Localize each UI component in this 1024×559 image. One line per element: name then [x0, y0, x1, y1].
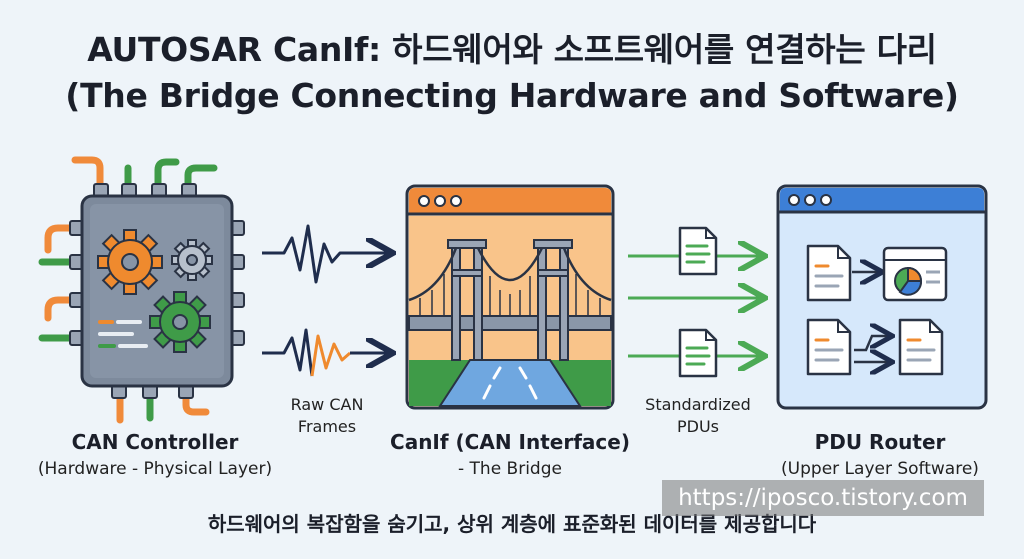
- watermark: https://iposco.tistory.com: [662, 480, 984, 516]
- controller-name: CAN Controller: [71, 430, 239, 454]
- signal-wave-bottom: [262, 328, 390, 377]
- bridge-icon: [408, 239, 612, 361]
- gear-icon: [149, 291, 211, 353]
- pdus-label-line2: PDUs: [676, 417, 719, 436]
- document-icon: [806, 244, 852, 302]
- document-icon: [678, 226, 718, 276]
- router-window: [776, 184, 988, 410]
- pie-chart-icon: [882, 246, 948, 302]
- raw-frames-label: Raw CAN Frames: [262, 394, 392, 438]
- pdus-label-line1: Standardized: [645, 395, 751, 414]
- gear-icon: [97, 229, 163, 295]
- footer-caption: 하드웨어의 복잡함을 숨기고, 상위 계층에 표준화된 데이터를 제공합니다: [207, 512, 817, 536]
- canif-sub: - The Bridge: [458, 459, 562, 479]
- document-icon: [678, 328, 718, 378]
- document-icon: [806, 318, 852, 376]
- chip-icon: [38, 156, 245, 424]
- canif-name: CanIf (CAN Interface): [390, 430, 630, 454]
- raw-frames-label-line2: Frames: [297, 417, 357, 436]
- document-icon: [898, 318, 944, 376]
- title-line-1: AUTOSAR CanIf: 하드웨어와 소프트웨어를 연결하는 다리: [87, 30, 937, 69]
- raw-frames-label-line1: Raw CAN: [290, 395, 364, 414]
- router-name: PDU Router: [814, 430, 946, 454]
- canif-window: [405, 184, 615, 410]
- signal-wave-top: [262, 224, 390, 284]
- gear-icon: [171, 239, 213, 281]
- router-sub: (Upper Layer Software): [781, 459, 979, 479]
- title-line-2: (The Bridge Connecting Hardware and Soft…: [65, 76, 959, 115]
- controller-sub: (Hardware - Physical Layer): [37, 459, 273, 479]
- pdus-label: Standardized PDUs: [628, 394, 768, 438]
